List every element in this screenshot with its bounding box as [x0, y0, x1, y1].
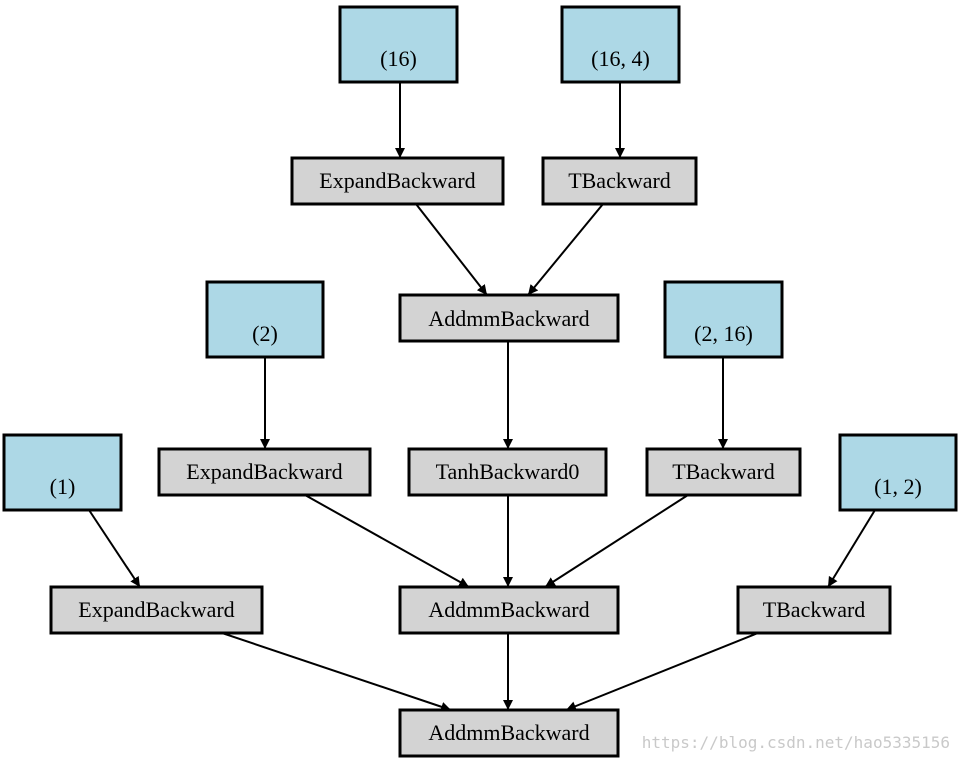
node-label: (16, 4): [591, 46, 650, 71]
edge-exp2-to-addmm2: [304, 494, 470, 588]
node-box: [736, 585, 892, 635]
op-node-exp3: ExpandBackward: [49, 585, 264, 635]
node-label: (2, 16): [694, 321, 753, 346]
node-box: [398, 293, 620, 343]
node-label: (1): [50, 474, 76, 499]
node-box: [541, 156, 698, 206]
op-node-t1: TBackward: [541, 156, 698, 206]
node-label: AddmmBackward: [428, 720, 589, 745]
node-label: TBackward: [763, 597, 866, 622]
op-node-exp2: ExpandBackward: [157, 447, 372, 497]
param-node-p1: (1): [2, 433, 123, 512]
node-label: (2): [252, 321, 278, 346]
node-label: ExpandBackward: [319, 168, 475, 193]
param-node-p1x2: (1, 2): [838, 433, 958, 512]
edge-p1x2-to-t3: [827, 509, 876, 588]
node-box: [338, 5, 459, 84]
node-label: (1, 2): [874, 474, 922, 499]
watermark-text: https://blog.csdn.net/hao5335156: [642, 733, 950, 752]
op-node-t3: TBackward: [736, 585, 892, 635]
node-label: TanhBackward0: [436, 459, 580, 484]
node-label: AddmmBackward: [428, 597, 589, 622]
node-box: [398, 708, 620, 758]
node-box: [398, 585, 620, 635]
op-node-addmm1: AddmmBackward: [398, 293, 620, 343]
edge-p1-to-exp3: [88, 509, 141, 588]
node-label: TBackward: [672, 459, 775, 484]
node-box: [407, 447, 608, 497]
node-box: [49, 585, 264, 635]
param-node-p16x4: (16, 4): [560, 5, 681, 84]
param-node-p16: (16): [338, 5, 459, 84]
node-box: [157, 447, 372, 497]
param-node-p2: (2): [205, 280, 325, 359]
edge-t3-to-addmm3: [565, 632, 759, 711]
node-label: (16): [380, 46, 417, 71]
op-node-addmm3: AddmmBackward: [398, 708, 620, 758]
edge-t1-to-addmm1: [527, 203, 604, 296]
op-node-exp1: ExpandBackward: [290, 156, 505, 206]
node-label: AddmmBackward: [428, 306, 589, 331]
node-box: [663, 280, 784, 359]
node-box: [205, 280, 325, 359]
edge-t2-to-addmm2: [544, 494, 689, 588]
node-box: [2, 433, 123, 512]
edge-exp1-to-addmm1: [415, 203, 488, 296]
op-node-addmm2: AddmmBackward: [398, 585, 620, 635]
node-box: [290, 156, 505, 206]
op-node-tanh: TanhBackward0: [407, 447, 608, 497]
edge-exp3-to-addmm3: [221, 632, 452, 712]
node-label: ExpandBackward: [78, 597, 234, 622]
node-box: [838, 433, 958, 512]
node-box: [645, 447, 802, 497]
op-node-t2: TBackward: [645, 447, 802, 497]
node-label: TBackward: [568, 168, 671, 193]
node-box: [560, 5, 681, 84]
param-node-p2x16: (2, 16): [663, 280, 784, 359]
node-label: ExpandBackward: [186, 459, 342, 484]
